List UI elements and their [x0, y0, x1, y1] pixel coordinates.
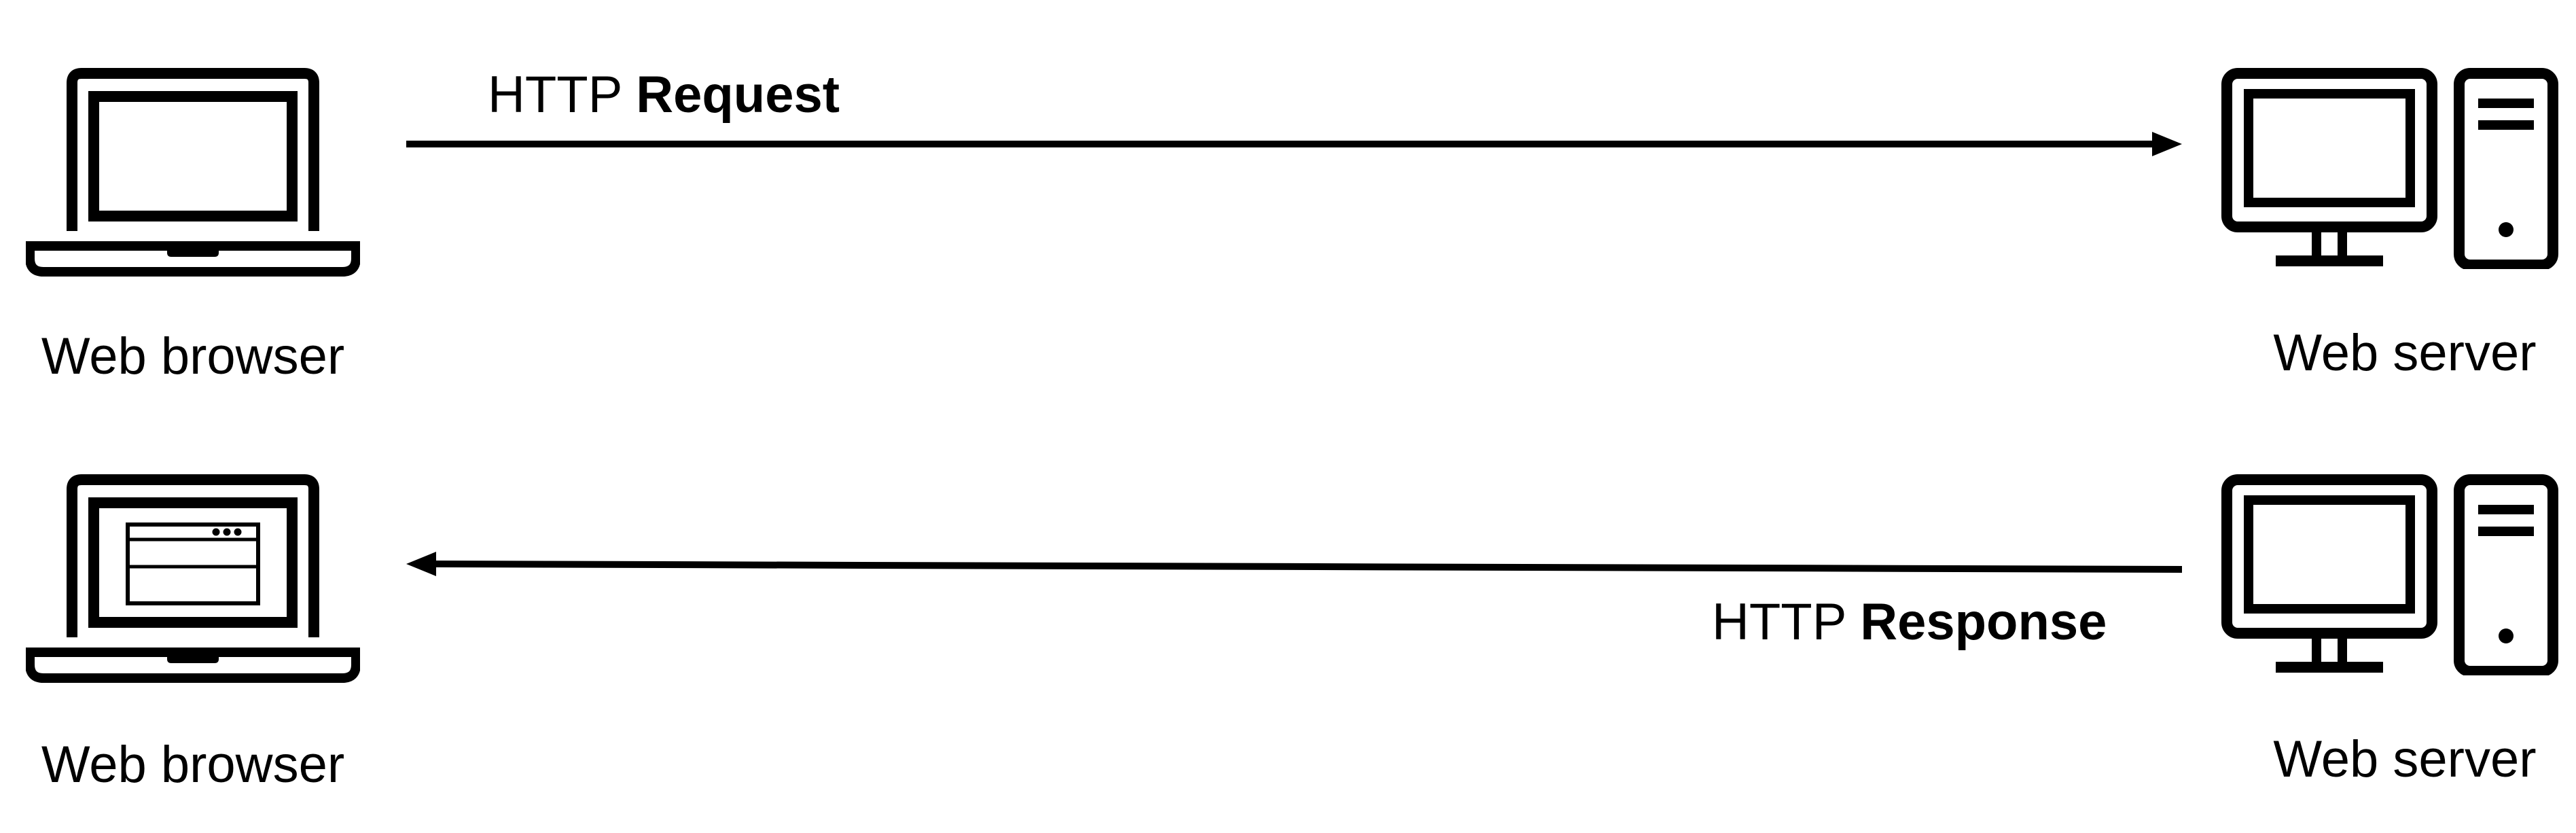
- laptop-with-page-icon: [26, 474, 360, 685]
- desktop-server-icon: [2221, 474, 2558, 675]
- response-prefix: HTTP: [1712, 593, 1846, 651]
- server-label: Web server: [2273, 324, 2537, 382]
- laptop-icon: [26, 68, 360, 279]
- client-label: Web browser: [41, 736, 345, 794]
- client-label: Web browser: [41, 327, 345, 385]
- request-keyword: Request: [636, 66, 840, 124]
- response-keyword: Response: [1860, 593, 2107, 651]
- response-label: HTTP Response: [1712, 597, 2107, 648]
- response-arrow: [406, 549, 2182, 579]
- request-prefix: HTTP: [488, 66, 622, 124]
- server-label: Web server: [2273, 730, 2537, 788]
- request-arrow: [406, 129, 2182, 159]
- desktop-server-icon: [2221, 68, 2558, 269]
- request-label: HTTP Request: [488, 69, 840, 121]
